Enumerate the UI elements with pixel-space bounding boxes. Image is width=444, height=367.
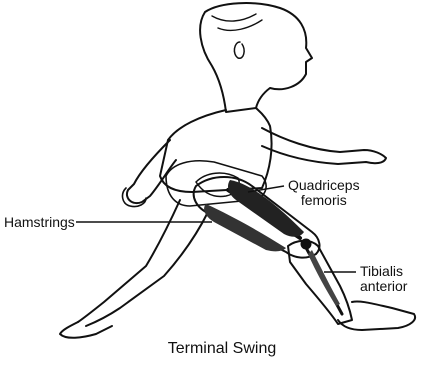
rear-leg — [78, 200, 180, 322]
figure-caption: Terminal Swing — [0, 340, 444, 358]
front-foot — [338, 301, 415, 330]
label-quadriceps-line2: femoris — [288, 193, 360, 208]
boy-torso — [160, 108, 272, 192]
label-hamstrings: Hamstrings — [4, 215, 75, 230]
boy-ear — [234, 42, 244, 58]
front-shank — [288, 241, 352, 324]
rear-leg-back — [86, 212, 208, 326]
label-tibialis: Tibialis anterior — [360, 264, 407, 294]
boy-hair — [212, 14, 262, 30]
label-quadriceps-line1: Quadriceps — [288, 178, 360, 193]
boy-far-arm — [262, 128, 386, 164]
label-tibialis-line2: anterior — [360, 279, 407, 294]
label-tibialis-line1: Tibialis — [360, 264, 407, 279]
boy-head — [200, 3, 312, 112]
rear-foot — [60, 322, 112, 338]
patella-bone — [301, 239, 311, 249]
label-quadriceps: Quadriceps femoris — [288, 178, 360, 208]
